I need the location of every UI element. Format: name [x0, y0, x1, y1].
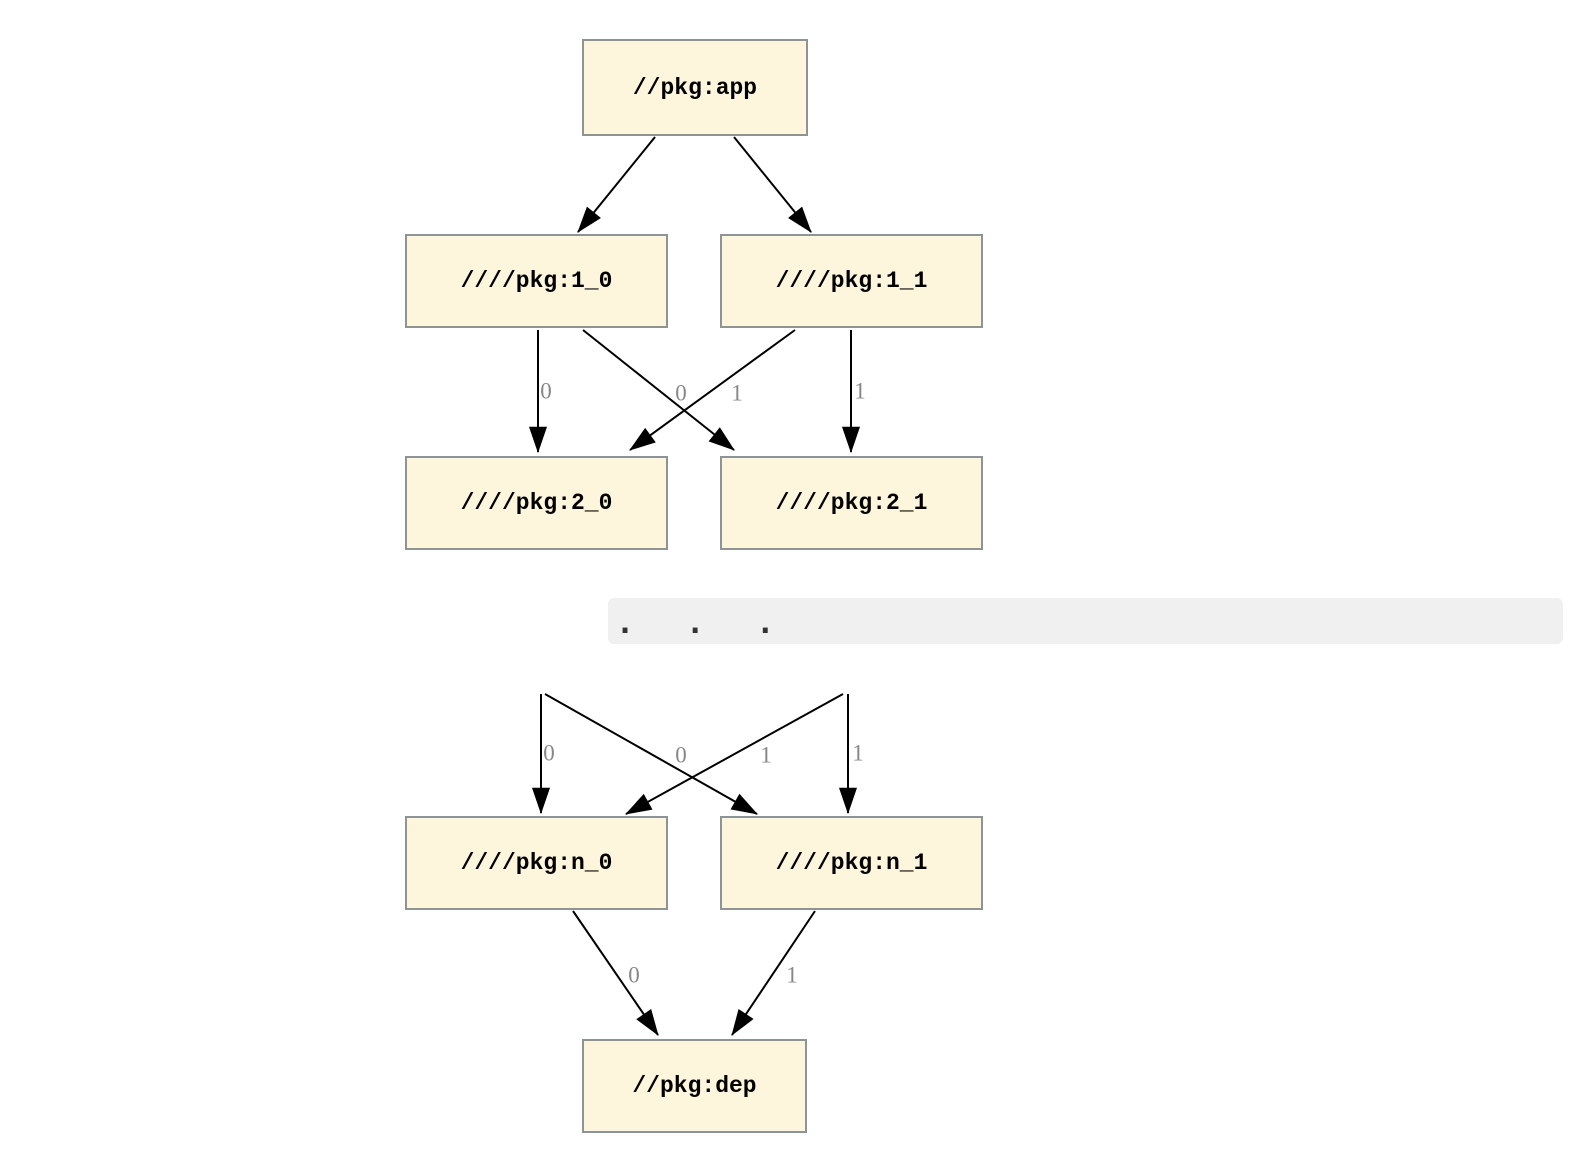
node-pkg-1_1: ////pkg:1_1	[720, 234, 983, 328]
edge-label-ellipsis-to-n_1-cross: 0	[675, 742, 687, 768]
edge-ellipsis-to-n_0-cross	[625, 693, 844, 815]
edge-label-n_1-to-dep: 1	[786, 962, 798, 988]
node-pkg-1_0: ////pkg:1_0	[405, 234, 668, 328]
edge-label-1_0-to-2_1: 0	[675, 380, 687, 406]
node-pkg-2_1-label: ////pkg:2_1	[775, 490, 928, 516]
edge-label-ellipsis-to-n_0-vertical: 0	[543, 740, 555, 766]
edge-label-n_0-to-dep: 0	[628, 962, 640, 988]
node-pkg-1_0-label: ////pkg:1_0	[460, 268, 613, 294]
edge-n_1-to-dep	[731, 910, 816, 1036]
edge-app-to-1_0	[577, 136, 656, 233]
node-pkg-dep-label: //pkg:dep	[632, 1073, 757, 1099]
node-pkg-dep: //pkg:dep	[582, 1039, 807, 1133]
node-pkg-2_0-label: ////pkg:2_0	[460, 490, 613, 516]
edge-label-1_0-to-2_0: 0	[540, 378, 552, 404]
edge-n_0-to-dep	[572, 910, 659, 1036]
node-pkg-n_1-label: ////pkg:n_1	[775, 850, 928, 876]
edge-label-1_1-to-2_0: 1	[731, 380, 743, 406]
edge-1_0-to-2_1	[582, 329, 735, 451]
node-pkg-app: //pkg:app	[582, 39, 808, 136]
continuation-bar	[608, 598, 1563, 644]
node-pkg-n_0: ////pkg:n_0	[405, 816, 668, 910]
node-pkg-n_0-label: ////pkg:n_0	[460, 850, 613, 876]
node-pkg-1_1-label: ////pkg:1_1	[775, 268, 928, 294]
node-pkg-2_1: ////pkg:2_1	[720, 456, 983, 550]
node-pkg-2_0: ////pkg:2_0	[405, 456, 668, 550]
node-pkg-n_1: ////pkg:n_1	[720, 816, 983, 910]
edge-ellipsis-to-n_1-cross	[544, 693, 758, 815]
edge-1_1-to-2_0	[629, 329, 796, 451]
ellipsis-dots: . . .	[616, 606, 792, 641]
edge-label-ellipsis-to-n_0-cross: 1	[760, 742, 772, 768]
edge-app-to-1_1	[733, 136, 812, 233]
edge-label-1_1-to-2_1: 1	[854, 378, 866, 404]
node-pkg-app-label: //pkg:app	[632, 74, 758, 101]
edge-label-ellipsis-to-n_1-vertical: 1	[852, 740, 864, 766]
